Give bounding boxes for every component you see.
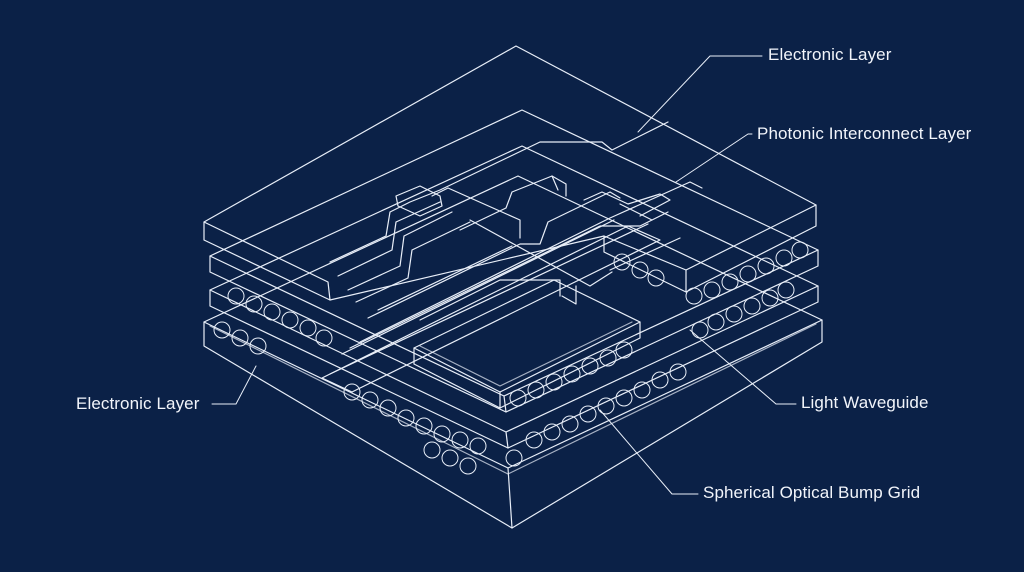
label-photonic-interconnect-layer: Photonic Interconnect Layer [757, 124, 971, 144]
inner-chip-pad [414, 280, 640, 408]
spherical-optical-bump-grid [214, 242, 808, 474]
leader-photonic [676, 134, 752, 182]
leader-lines [212, 56, 796, 494]
mid-slab [210, 110, 818, 412]
label-top-electronic-layer: Electronic Layer [768, 45, 892, 65]
leader-bottom-electronic [212, 366, 256, 404]
label-bottom-electronic-layer: Electronic Layer [76, 394, 200, 414]
bottom-electronic-slab [204, 176, 822, 528]
top-electronic-plate [204, 46, 816, 300]
label-spherical-optical-bump-grid: Spherical Optical Bump Grid [703, 483, 920, 503]
label-light-waveguide: Light Waveguide [801, 393, 929, 413]
